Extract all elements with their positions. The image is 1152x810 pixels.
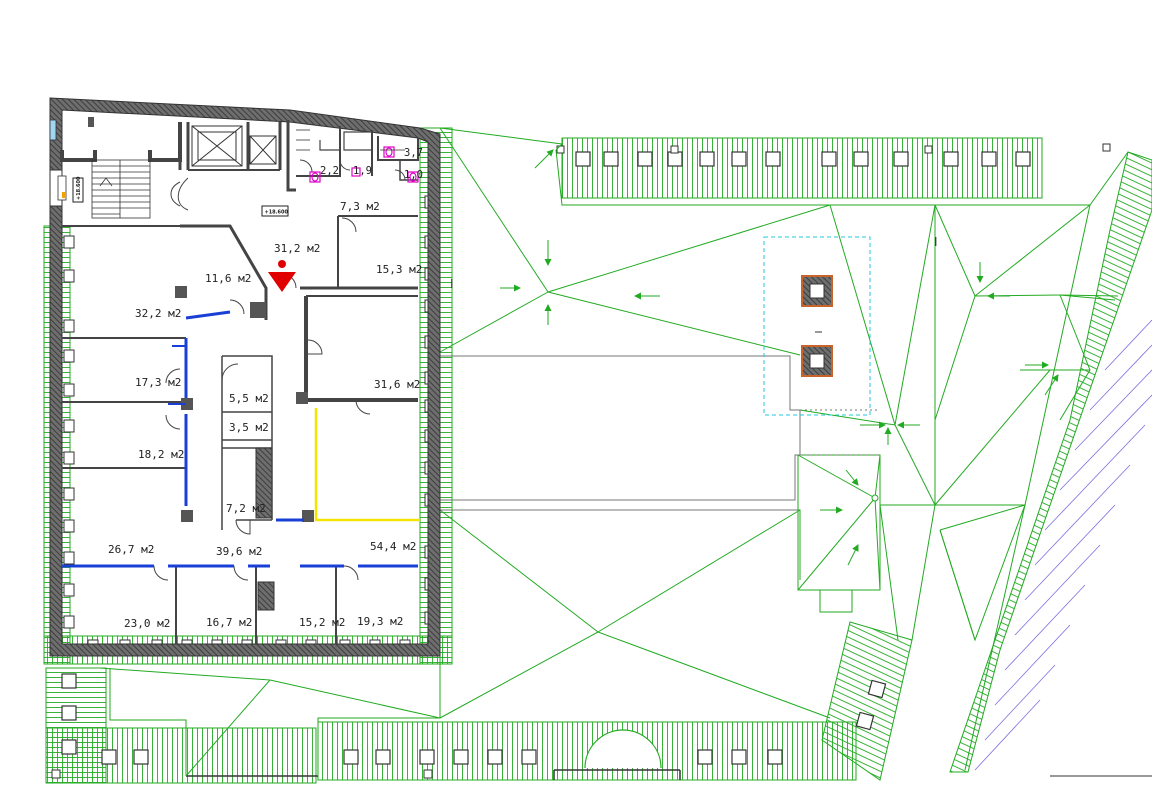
- room-label-small: 3,7: [404, 147, 423, 159]
- room-label: 5,5 м2: [229, 392, 269, 405]
- roof-slope-lines: [99, 127, 1129, 777]
- elevator-shafts: [191, 125, 277, 167]
- section-mark-a: I: [450, 277, 454, 291]
- roof-parapet-north: [556, 137, 1111, 199]
- glazed-partitions: [62, 310, 418, 568]
- room-label: 54,4 м2: [370, 540, 416, 553]
- roof-flat-section: [440, 355, 880, 511]
- room-label-small: 2,2: [320, 165, 339, 177]
- room-label: 17,3 м2: [135, 376, 181, 389]
- room-label: 7,2 м2: [226, 502, 266, 515]
- toilet-partitions: [296, 129, 405, 151]
- level-mark-main-text: +18.600: [265, 210, 289, 216]
- roof-drain: [871, 494, 879, 502]
- room-label: 3,5 м2: [229, 421, 269, 434]
- roof-drainage-arrows: [500, 149, 1059, 566]
- stairwell: [91, 159, 151, 219]
- entrance-marker: [268, 260, 296, 292]
- interior-walls: [60, 117, 419, 644]
- building-outer-walls: [49, 97, 441, 657]
- room-label: 15,3 м2: [376, 263, 422, 276]
- room-label-small: 1,9: [353, 165, 372, 177]
- room-label: 31,2 м2: [274, 242, 320, 255]
- sanitary-fixtures: [309, 146, 419, 183]
- level-mark-main: +18.600: [261, 205, 289, 217]
- roof-east-edge: [949, 151, 1152, 777]
- room-label-small: 1,0: [404, 169, 423, 181]
- room-label: 23,0 м2: [124, 617, 170, 630]
- room-label: 11,6 м2: [205, 272, 251, 285]
- roof-parapet-south: [45, 621, 913, 784]
- room-label: 18,2 м2: [138, 448, 184, 461]
- room-label: 16,7 м2: [206, 616, 252, 629]
- room-label: 15,2 м2: [299, 616, 345, 629]
- section-mark-b: I: [934, 235, 938, 249]
- room-label: 26,7 м2: [108, 543, 154, 556]
- level-mark-stair-text: +18.600: [76, 176, 82, 200]
- room-label: 19,3 м2: [357, 615, 403, 628]
- room-label: 32,2 м2: [135, 307, 181, 320]
- room-area-labels: 31,2 м2 11,6 м2 7,3 м2 15,3 м2 32,2 м2 1…: [108, 147, 423, 630]
- yellow-partition: [314, 408, 420, 522]
- room-label: 7,3 м2: [340, 200, 380, 213]
- level-mark-stair: +18.600: [72, 176, 84, 203]
- roof-chimneys: [763, 236, 871, 416]
- room-label: 39,6 м2: [216, 545, 262, 558]
- room-label: 31,6 м2: [374, 378, 420, 391]
